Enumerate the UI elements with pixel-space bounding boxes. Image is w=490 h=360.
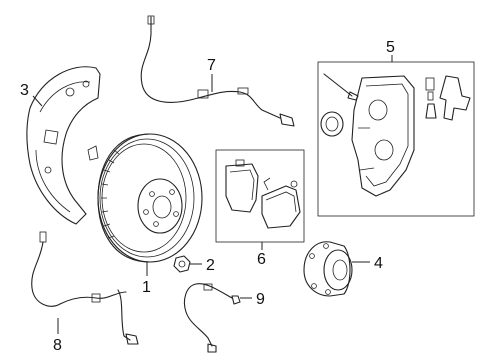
- callout-4: 4: [374, 255, 383, 272]
- wheel-hub: [303, 241, 353, 297]
- callout-5: 5: [386, 39, 395, 56]
- brake-pads: [225, 159, 301, 229]
- brake-pad-box: [215, 149, 305, 243]
- callout-7: 7: [207, 57, 216, 74]
- wheel-bolt: [173, 255, 191, 273]
- brake-caliper-assembly: [320, 73, 471, 197]
- leader-3: [32, 95, 43, 107]
- wear-sensor-lower: [31, 231, 139, 345]
- callout-9: 9: [256, 291, 265, 308]
- wear-sensor-upper: [140, 15, 295, 127]
- sensor-cable: [183, 283, 241, 353]
- callout-3: 3: [20, 82, 29, 99]
- caliper-box: [317, 61, 475, 217]
- callout-8: 8: [53, 337, 62, 354]
- callout-1: 1: [142, 279, 151, 296]
- callout-2: 2: [206, 257, 215, 274]
- brake-rotor: [97, 133, 203, 263]
- dust-shield: [26, 66, 101, 225]
- callout-6: 6: [257, 251, 266, 268]
